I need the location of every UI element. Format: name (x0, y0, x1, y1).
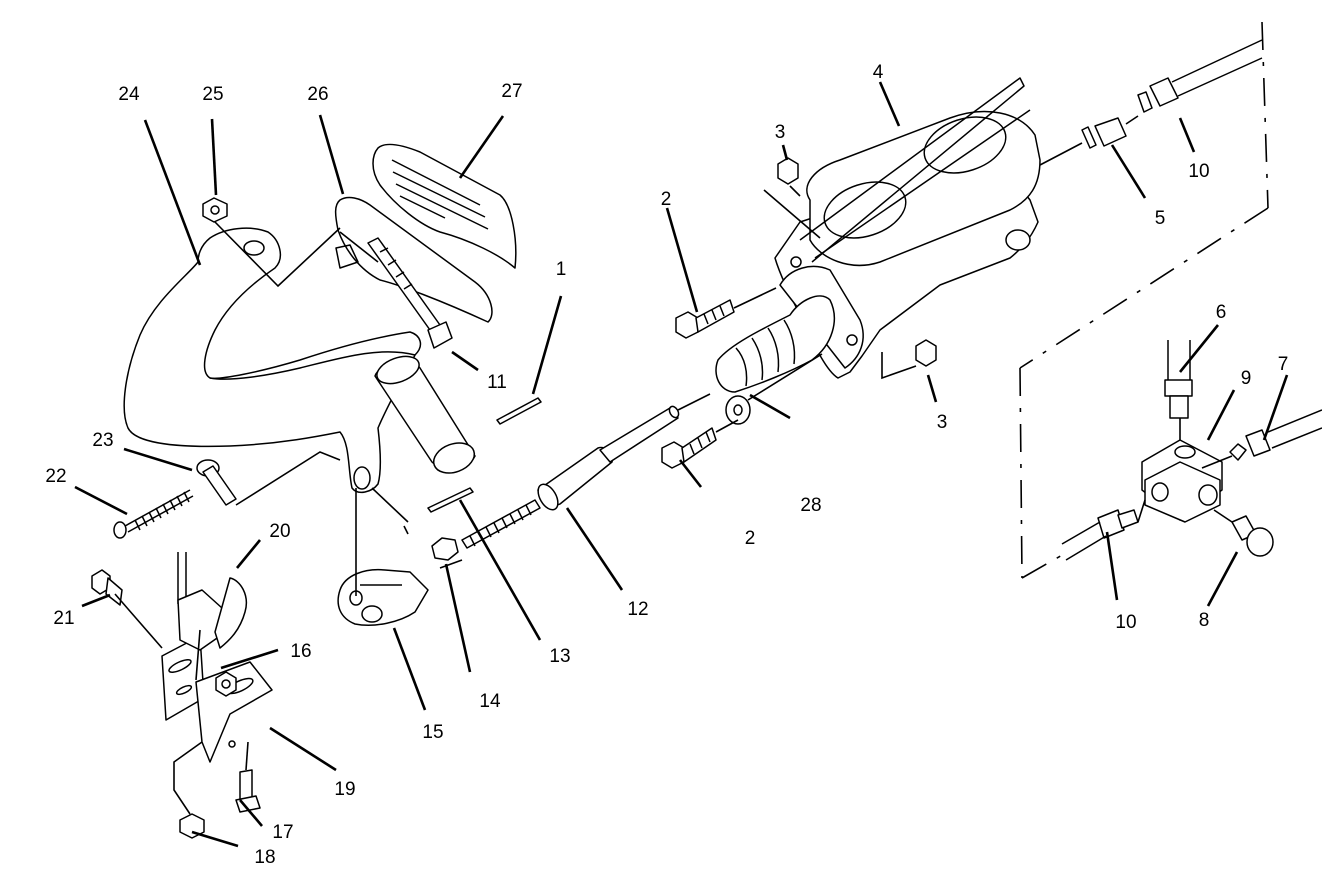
nut-18 (179, 813, 205, 839)
callout-7: 7 (1278, 354, 1289, 375)
callout-25: 25 (202, 84, 223, 105)
callout-2: 2 (745, 528, 756, 549)
leader-lines (74, 81, 1289, 848)
jam-nut-14 (431, 537, 459, 561)
callout-15: 15 (422, 722, 443, 743)
distribution-block-9 (1141, 439, 1223, 523)
callout-9: 9 (1241, 368, 1252, 389)
clevis-15 (337, 568, 429, 627)
callout-3: 3 (775, 122, 786, 143)
callout-2: 2 (661, 189, 672, 210)
callout-4: 4 (873, 62, 884, 83)
plug-8 (1231, 515, 1274, 557)
fitting-7 (1229, 409, 1322, 461)
callout-3: 3 (937, 412, 948, 433)
callout-23: 23 (92, 430, 113, 451)
brake-line-6 (1164, 340, 1193, 419)
callout-1: 1 (556, 259, 567, 280)
callout-8: 8 (1199, 610, 1210, 631)
cotter-pin-1 (496, 397, 542, 425)
pedal-arm (123, 227, 422, 494)
callout-20: 20 (269, 521, 290, 542)
boot (715, 295, 835, 393)
connector-lines (114, 115, 1233, 815)
switch-bracket-19 (161, 635, 273, 763)
spring-22 (113, 489, 194, 539)
callout-22: 22 (45, 466, 66, 487)
bolt-2-lower (661, 427, 717, 469)
washer-28 (725, 395, 751, 425)
callout-6: 6 (1216, 302, 1227, 323)
callout-17: 17 (272, 822, 293, 843)
fitting-10-lower (1061, 509, 1139, 561)
callout-28: 28 (800, 495, 821, 516)
callout-16: 16 (290, 641, 311, 662)
fitting-5 (1081, 117, 1127, 149)
nut-25 (202, 197, 228, 223)
pedal-bolt-11 (367, 237, 453, 349)
callout-27: 27 (501, 81, 522, 102)
callout-14: 14 (479, 691, 501, 712)
nut-3-upper (777, 157, 799, 185)
callout-19: 19 (334, 779, 355, 800)
callout-11: 11 (487, 372, 507, 393)
callout-26: 26 (307, 84, 328, 105)
switch-20 (177, 552, 247, 651)
pedal-shaft (374, 355, 476, 474)
callout-12: 12 (627, 599, 648, 620)
nut-16 (215, 671, 237, 697)
callout-10: 10 (1188, 161, 1209, 182)
pedal-pad-cover (372, 143, 517, 269)
callout-10: 10 (1115, 612, 1136, 633)
cotter-pin-13 (427, 487, 474, 513)
callout-18: 18 (254, 847, 275, 868)
callout-24: 24 (118, 84, 140, 105)
callouts: 1 2 2 3 3 4 5 6 7 8 9 10 10 11 12 13 14 … (45, 62, 1288, 868)
master-cylinder-4 (774, 77, 1041, 379)
clevis-pin-23 (196, 459, 237, 506)
pushrod-12 (461, 405, 680, 549)
nut-3-lower (915, 339, 937, 367)
bolt-2-upper (675, 299, 735, 339)
callout-13: 13 (549, 646, 570, 667)
fitting-10-upper (1137, 39, 1263, 113)
screw-17 (235, 769, 261, 813)
connection-dashed-box (1019, 21, 1269, 579)
callout-21: 21 (53, 608, 74, 629)
callout-5: 5 (1155, 208, 1166, 229)
